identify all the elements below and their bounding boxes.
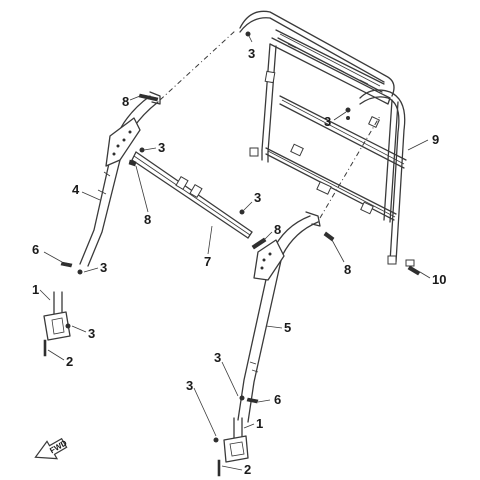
callout-3-center: 3: [254, 190, 261, 205]
right-front-leg-part-5: [237, 211, 321, 423]
callout-9: 9: [432, 132, 439, 147]
callout-3-crossbar: 3: [158, 140, 165, 155]
left-base-bracket-part-1: [43, 291, 71, 341]
fasteners: [43, 31, 421, 477]
rear-frame-part-9: [239, 10, 415, 267]
crossbar-part-7: [131, 151, 253, 239]
callout-7: 7: [204, 254, 211, 269]
callout-1-left: 1: [32, 282, 39, 297]
callout-10: 10: [432, 272, 446, 287]
callout-8-crossbar: 8: [144, 212, 151, 227]
fwd-arrow-icon: FWD: [34, 437, 69, 460]
callout-8-right: 8: [344, 262, 351, 277]
callout-1-right: 1: [256, 416, 263, 431]
callout-3-left-bracket: 3: [88, 326, 95, 341]
callout-6-right: 6: [274, 392, 281, 407]
callout-labels: 8 3 3 9 3 4 3 8 7 8 8 6 3 10 1 3 5 2 3 3…: [32, 46, 446, 477]
callout-6-left: 6: [32, 242, 39, 257]
callout-2-right: 2: [244, 462, 251, 477]
callout-3-mid-right: 3: [324, 114, 331, 129]
callout-8-top-left: 8: [122, 94, 129, 109]
left-front-leg-part-4: [79, 91, 161, 267]
callout-8-center-right: 8: [274, 222, 281, 237]
callout-3-right-leg-lower: 3: [186, 378, 193, 393]
callout-4: 4: [72, 182, 80, 197]
callout-3-top-center: 3: [248, 46, 255, 61]
leader-lines: [39, 35, 431, 471]
right-base-bracket-part-1: [223, 417, 249, 463]
callout-3-right-leg-upper: 3: [214, 350, 221, 365]
assembly-lines: [159, 29, 381, 219]
callout-2-left: 2: [66, 354, 73, 369]
callout-5: 5: [284, 320, 291, 335]
callout-3-left-leg: 3: [100, 260, 107, 275]
fwd-label: FWD: [48, 438, 68, 455]
